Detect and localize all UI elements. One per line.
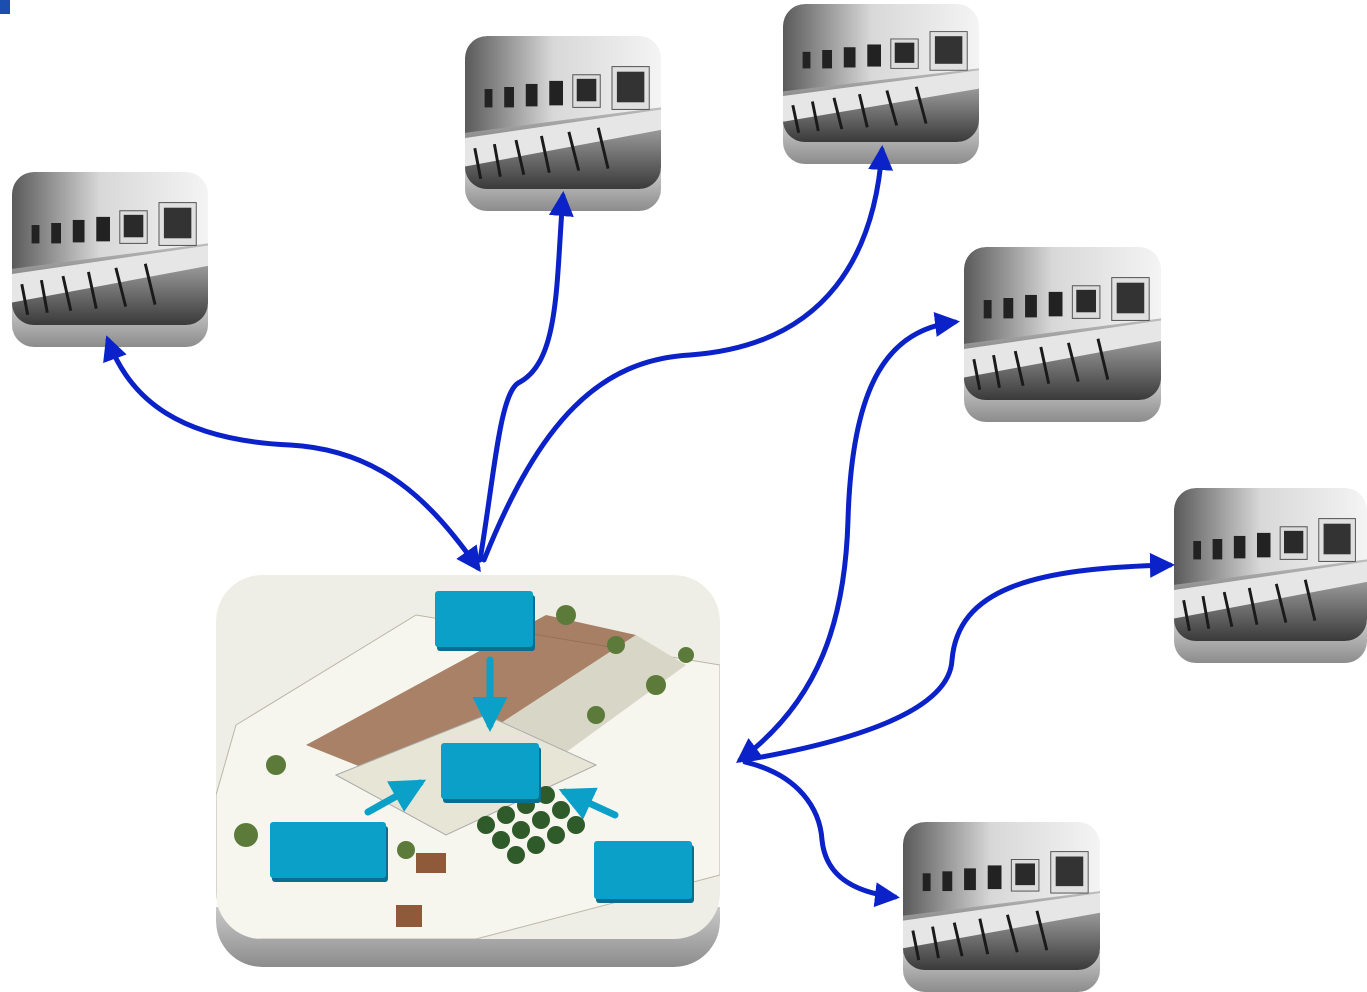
campus-box-right xyxy=(594,841,692,899)
campus-box-top xyxy=(435,591,533,647)
computer-lab-photo-icon xyxy=(1174,488,1367,641)
campus-hub[interactable] xyxy=(216,575,720,967)
computer-lab-photo-icon xyxy=(903,822,1100,970)
lab-tile-top-center[interactable] xyxy=(465,36,661,211)
lab-tile-right-middle[interactable] xyxy=(1174,488,1367,663)
computer-lab-photo-icon xyxy=(964,247,1161,400)
campus-box-center xyxy=(441,743,539,799)
computer-lab-photo-icon xyxy=(465,36,661,189)
arrow-hub-to-top-center-lab xyxy=(480,196,563,560)
arrow-hub-to-top-right-lab xyxy=(484,150,882,560)
computer-lab-photo-icon xyxy=(783,4,979,142)
lab-tile-bottom-right[interactable] xyxy=(903,822,1100,992)
computer-lab-photo-icon xyxy=(12,172,208,325)
lab-tile-left[interactable] xyxy=(12,172,208,347)
arrow-hub-to-bottom-right-lab xyxy=(745,762,895,897)
arrow-hub-to-right-middle-lab xyxy=(745,565,1170,760)
lab-tile-top-right[interactable] xyxy=(783,4,979,164)
campus-box-left xyxy=(270,822,386,878)
arrow-hub-to-right-upper-lab xyxy=(740,322,955,760)
arrow-hub-to-left-lab xyxy=(108,340,478,568)
corner-accent xyxy=(0,0,10,14)
lab-tile-right-upper[interactable] xyxy=(964,247,1161,422)
